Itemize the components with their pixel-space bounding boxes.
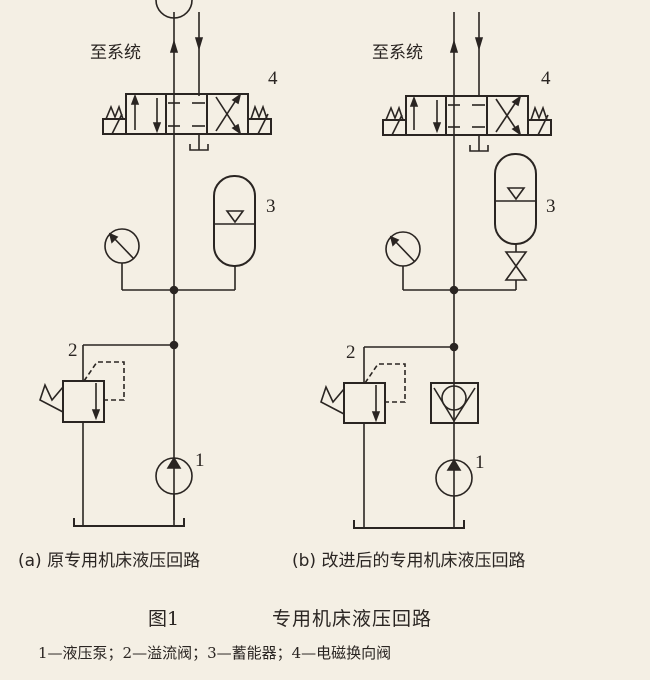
subtitle-a: (a) 原专用机床液压回路 [18,551,201,571]
directional-valve-icon [382,95,552,152]
component-3-label-b: 3 [546,196,556,217]
pump-icon [155,0,193,526]
diagram-a [39,0,272,527]
to-system-label-b: 至系统 [372,43,423,63]
check-valve-icon [430,382,479,424]
component-1-label-a: 1 [195,450,205,471]
component-3-label-a: 3 [266,196,276,217]
component-4-label-a: 4 [268,68,278,89]
to-system-label-a: 至系统 [90,43,141,63]
tank-icon [353,520,465,529]
component-2-label-a: 2 [68,340,78,361]
subtitle-b: (b) 改进后的专用机床液压回路 [292,551,526,571]
component-1-label-b: 1 [475,452,485,473]
figure-legend: 1—液压泵；2—溢流阀；3—蓄能器；4—电磁换向阀 [38,644,392,662]
tank-icon [73,518,185,527]
pressure-gauge-icon [104,228,140,290]
accumulator-icon [213,175,256,290]
directional-valve-icon [102,93,272,151]
accumulator-icon [494,153,537,252]
diagram-b [320,12,552,529]
component-2-label-b: 2 [346,342,356,363]
figure-title: 专用机床液压回路 [272,608,433,630]
shutoff-valve-icon [504,251,528,290]
pressure-gauge-icon [385,231,421,290]
figure-number: 图1 [148,608,180,630]
pump-icon [435,458,473,528]
relief-valve-icon [320,347,406,528]
component-4-label-b: 4 [541,68,551,89]
relief-valve-icon [39,345,125,526]
